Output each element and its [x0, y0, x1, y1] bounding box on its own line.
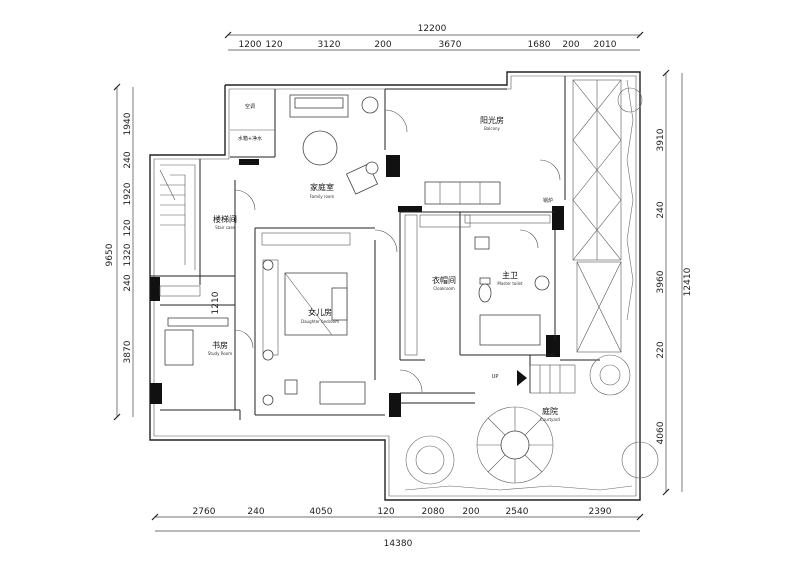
bottom-dim-8: 2390	[589, 507, 612, 517]
right-dim-2: 240	[656, 201, 666, 218]
daughter-bedroom-label: 女儿房	[308, 307, 332, 317]
top-dim-5: 3670	[439, 40, 462, 50]
right-dim-5: 4060	[656, 421, 666, 444]
bottom-dim-3: 4050	[310, 507, 333, 517]
outer-walls	[149, 71, 641, 501]
staircase-steps	[159, 164, 196, 270]
right-dim-1: 3910	[656, 128, 666, 151]
wardrobe-hatching	[159, 214, 551, 356]
master-toilet-label: 主卫	[502, 270, 518, 280]
balcony-label: 阳光房	[480, 115, 504, 125]
bottom-dim-7: 2540	[506, 507, 529, 517]
top-dim-1: 1200	[239, 40, 262, 50]
top-dim-2: 120	[265, 40, 282, 50]
right-dim-4: 220	[656, 341, 666, 358]
top-dim-6: 1680	[528, 40, 551, 50]
water-heater-label: 水箱+净水	[238, 135, 262, 142]
top-dim-7: 200	[562, 40, 579, 50]
left-total-dimension: 9650	[105, 243, 115, 266]
right-total-dimension: 12410	[683, 267, 693, 296]
bottom-dim-4: 120	[377, 507, 394, 517]
top-dimension-chain: 12200 1200 120 3120 200 3670 1680 200 20…	[224, 24, 644, 51]
left-dim-6: 240	[123, 274, 133, 291]
daughter-bedroom-label-en: Daughter bedroom	[301, 319, 339, 324]
master-toilet-label-en: Master toilet	[497, 281, 523, 286]
top-dim-4: 200	[374, 40, 391, 50]
right-dim-3: 3960	[656, 270, 666, 293]
top-dim-8: 2010	[594, 40, 617, 50]
utility-labels: 空调 水箱+净水 锅炉 UP	[238, 103, 553, 380]
family-room-label-en: Family room	[310, 194, 335, 199]
courtyard-label: 庭院	[542, 406, 558, 416]
family-room-label: 家庭室	[310, 182, 334, 192]
courtyard-landscape	[404, 79, 659, 491]
bottom-total-dimension: 14380	[384, 539, 413, 549]
room-labels: 家庭室 Family room 阳光房 Balcony 楼梯间 Stair ca…	[208, 115, 561, 422]
left-dim-7: 1210	[211, 291, 221, 314]
left-dim-5: 1320	[123, 243, 133, 266]
left-dim-4: 120	[123, 219, 133, 236]
bottom-dim-5: 2080	[422, 507, 445, 517]
balcony-label-en: Balcony	[484, 126, 500, 131]
courtyard-label-en: Courtyard	[540, 417, 560, 422]
left-dim-8: 3870	[123, 340, 133, 363]
left-dim-3: 1920	[123, 182, 133, 205]
aircon-label: 空调	[245, 103, 255, 110]
top-total-dimension: 12200	[418, 24, 447, 34]
bottom-dim-6: 200	[462, 507, 479, 517]
furniture	[164, 94, 550, 406]
left-dim-1: 1940	[123, 112, 133, 135]
bottom-dim-2: 240	[247, 507, 264, 517]
balcony-glass-panels	[572, 79, 622, 353]
cloakroom-label-en: Cloakroom	[433, 286, 455, 291]
cloakroom-label: 衣帽间	[432, 275, 456, 285]
study-room-label-en: Study Room	[208, 351, 232, 356]
door-swings	[234, 109, 561, 393]
bottom-dim-1: 2760	[193, 507, 216, 517]
left-dimension-chain: 9650 1940 240 1920 120 1320 240 1210 387…	[105, 83, 221, 421]
right-dimension-chain: 3910 240 3960 220 4060 12410	[656, 69, 693, 496]
interior-walls	[150, 76, 600, 420]
study-room-label: 书房	[212, 340, 228, 350]
top-dim-3: 3120	[318, 40, 341, 50]
up-arrow-label: UP	[492, 374, 499, 380]
bottom-dimension-chain: 2760 240 4050 120 2080 200 2540 2390 143…	[151, 507, 644, 549]
left-dim-2: 240	[123, 151, 133, 168]
staircase-label-en: Stair case	[215, 225, 235, 230]
boiler-label: 锅炉	[543, 197, 553, 204]
staircase-label: 楼梯间	[213, 214, 237, 224]
